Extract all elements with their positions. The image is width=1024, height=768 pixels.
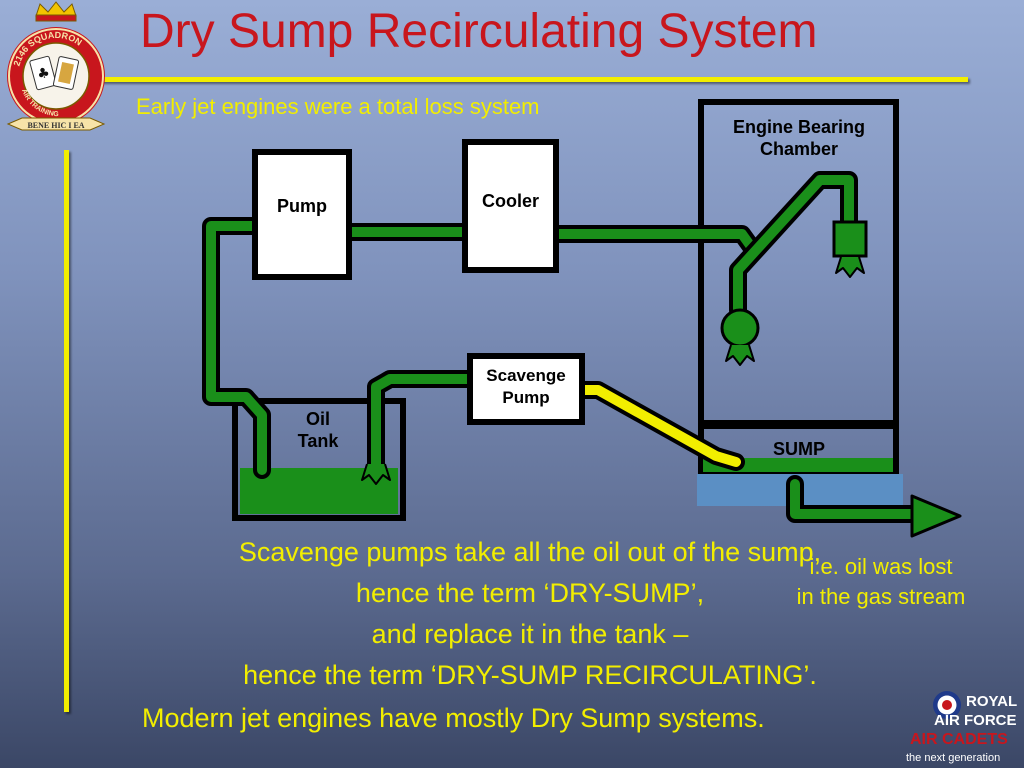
pump-label: Pump [276,196,327,216]
modern-note-pre: Modern jet engines have [142,703,446,733]
cooler-box [462,139,559,273]
pipe-scavenge-return [371,374,475,475]
pipe-bearing-branch [733,175,854,315]
scavenge-pump-label-line1: Scavenge [486,366,566,385]
explanation-line4: hence the term ‘DRY-SUMP RECIRCULATING’. [130,655,930,696]
loss-arrow-icon [910,494,962,538]
playing-cards-icon: ♣ [29,55,80,91]
pipe-tank-to-pump [206,221,267,475]
explanation-line4-post: ’. [803,660,817,690]
scavenge-pump-box [467,353,585,425]
chamber-label-line2: Chamber [759,139,839,159]
bearing-jet-round [720,308,760,348]
oil-tank [232,398,406,521]
left-accent-bar [64,150,69,712]
term-dry-sump: DRY-SUMP [549,578,691,608]
raf-roundel-icon [933,691,961,719]
spray-icon-square [835,256,865,278]
chamber-label: Engine Bearing Chamber [704,116,894,160]
pipe-loss-outlet [790,479,920,519]
explanation-line2-pre: hence the term ‘ [355,578,550,608]
pipe-cooler-to-chamber [551,229,757,253]
subtitle: Early jet engines were a total loss syst… [136,94,540,119]
modern-note-post: systems. [650,703,765,733]
squadron-crest-logo: 2146 SQUADRON AIR TRAINING CORPS ♣ BENE … [0,0,106,131]
total-loss-note-line1: i.e. oil was lost [809,554,953,579]
raf-air-cadets-logo: ROYAL AIR FORCE AIR CADETS the next gene… [896,690,1024,768]
total-loss-note-line2: in the gas stream [796,584,966,609]
pipe-scavenge-suction [579,385,741,467]
title-underline [100,77,968,82]
logo-line4: the next generation [906,752,1001,764]
logo-line3: AIR CADETS [910,731,1008,748]
term-dry-sump-recirculating: DRY-SUMP RECIRCULATING [436,660,804,690]
pump-box [252,149,352,280]
explanation-line1: Scavenge pumps take all the oil out of t… [238,537,822,567]
logo-line2: AIR FORCE [934,712,1017,729]
tank-label-line2: Tank [297,431,339,451]
slide-title: Dry Sump Recirculating System [140,5,818,58]
spray-icon-round [725,344,755,366]
crest-motto-bottom: BENE HIC I EA [27,121,84,130]
explanation-line3: and replace it in the tank – [371,619,689,649]
explanation-line2: hence the term ‘DRY-SUMP’, [130,573,930,614]
bearing-jet-square [832,220,868,258]
logo-line1: ROYAL [966,693,1018,710]
explanation-line2-post: ’, [690,578,705,608]
crown-icon [35,1,77,22]
tank-label-line1: Oil [305,409,330,429]
sump-label: SUMP [772,439,825,459]
modern-engines-note: Modern jet engines have mostly Dry Sump … [142,703,765,734]
total-loss-note: i.e. oil was lost in the gas stream [770,552,992,612]
cooler-label: Cooler [481,191,539,211]
explanation-text: Scavenge pumps take all the oil out of t… [130,532,930,696]
sump-oil-level [703,458,893,472]
chamber-label-line1: Engine Bearing [732,117,866,137]
scavenge-pump-label: Scavenge Pump [473,365,579,409]
scavenge-pump-label-line2: Pump [502,388,550,407]
tank-label: Oil Tank [278,408,358,452]
modern-note-highlight: mostly Dry Sump [445,703,651,733]
explanation-line4-pre: hence the term ‘ [243,660,437,690]
svg-text:♣: ♣ [35,65,51,84]
